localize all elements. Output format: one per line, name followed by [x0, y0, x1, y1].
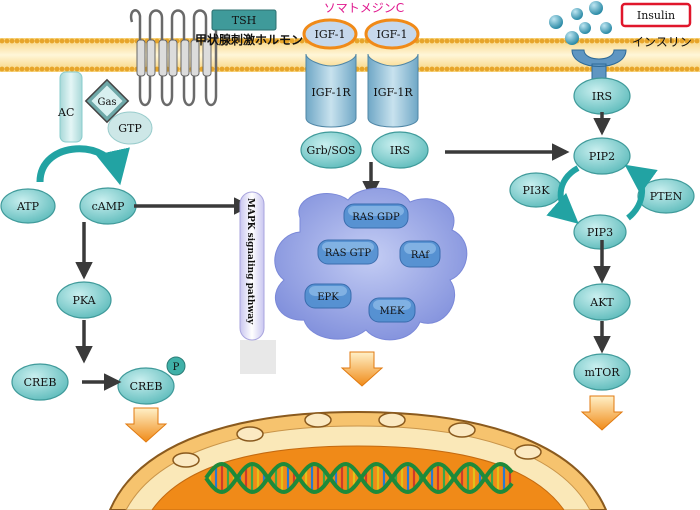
fat-arrow-mtor: [580, 395, 624, 431]
node-pip2-label: PIP2: [589, 150, 615, 163]
node-pip3: PIP3: [573, 214, 627, 250]
mapk-vertical-label: MAPK signaling pathway: [245, 198, 255, 325]
ac-label: AC: [57, 106, 74, 119]
insulin-caption: インスリン: [632, 35, 692, 49]
node-mtor: mTOR: [573, 353, 631, 391]
node-camp-label: cAMP: [92, 200, 125, 213]
node-creb: CREB: [11, 363, 69, 401]
node-pi3k-label: PI3K: [523, 184, 551, 197]
node-atp-label: ATP: [16, 200, 40, 213]
blob-ras-gtp: RAS GTP: [317, 239, 379, 265]
blob-ras-gdp: RAS GDP: [343, 203, 409, 229]
node-creb-p-label: CREB: [130, 380, 163, 393]
node-pi3k: PI3K: [509, 172, 563, 208]
pi3k-cycle-arrow: [546, 165, 580, 224]
node-pka: PKA: [56, 281, 112, 319]
adenylate-cyclase: [59, 71, 83, 143]
blob-mek-label: MEK: [379, 306, 405, 317]
node-irs-mid-label: IRS: [390, 144, 410, 157]
svg-text:Insulin: Insulin: [637, 9, 675, 22]
somatomedin-caption: ソマトメジンC: [324, 1, 404, 15]
svg-text:IGF-1R: IGF-1R: [373, 86, 413, 99]
igf1-ligand-right: IGF-1: [364, 18, 420, 50]
node-grb-sos-label: Grb/SOS: [307, 144, 356, 157]
mapk-label-pill: MAPK signaling pathway: [239, 191, 276, 374]
fat-arrow-creb: [124, 407, 168, 443]
tsh-ligand: TSH: [211, 9, 277, 31]
node-akt-label: AKT: [589, 296, 614, 309]
svg-text:IGF-1: IGF-1: [315, 28, 346, 41]
igf1-ligand-left: IGF-1: [302, 18, 358, 50]
gtp-node: [107, 111, 153, 145]
atp-camp-arrow: [36, 145, 130, 186]
blob-epk-label: EPK: [317, 292, 339, 303]
blob-ras-gtp-label: RAS GTP: [325, 248, 371, 259]
node-pten-label: PTEN: [650, 190, 683, 203]
node-pip3-label: PIP3: [587, 226, 613, 239]
node-akt: AKT: [573, 283, 631, 321]
node-mtor-label: mTOR: [584, 366, 620, 379]
blob-epk: EPK: [304, 283, 352, 309]
node-creb-label: CREB: [24, 376, 57, 389]
nucleus: [108, 410, 608, 510]
blob-raf: RAf: [399, 240, 441, 268]
svg-text:IGF-1R: IGF-1R: [311, 86, 351, 99]
gas-label: Gas: [97, 97, 116, 108]
phospho-tag: P: [166, 356, 186, 376]
node-grb-sos: Grb/SOS: [300, 131, 362, 169]
igf1-receptor-left: IGF-1R: [305, 53, 357, 128]
node-irs-right-label: IRS: [592, 90, 612, 103]
insulin-box: Insulin: [620, 2, 692, 28]
insulin-molecules: [549, 1, 612, 45]
blob-ras-gdp-label: RAS GDP: [352, 212, 400, 223]
tsh-receptor: [129, 9, 218, 107]
node-camp: cAMP: [79, 187, 137, 225]
svg-text:IGF-1: IGF-1: [377, 28, 408, 41]
gtp-label: GTP: [118, 122, 142, 135]
blob-raf-label: RAf: [411, 250, 431, 261]
gas-protein: Gas: [84, 78, 130, 124]
tsh-caption: 甲状腺刺激ホルモン: [195, 32, 303, 47]
fat-arrow-mapk: [340, 351, 384, 387]
pten-cycle-arrow: [624, 164, 658, 221]
node-pka-label: PKA: [72, 294, 96, 307]
node-pten: PTEN: [637, 178, 695, 214]
node-pip2: PIP2: [573, 137, 631, 175]
node-creb-p: CREB: [117, 367, 175, 405]
blob-mek: MEK: [368, 297, 416, 323]
node-irs-right: IRS: [573, 77, 631, 115]
dna-helix: [204, 461, 514, 495]
node-irs-mid: IRS: [371, 131, 429, 169]
node-atp: ATP: [0, 188, 56, 224]
phospho-label: P: [173, 362, 180, 373]
igf1-receptor-right: IGF-1R: [367, 53, 419, 128]
tsh-label: TSH: [232, 14, 256, 27]
